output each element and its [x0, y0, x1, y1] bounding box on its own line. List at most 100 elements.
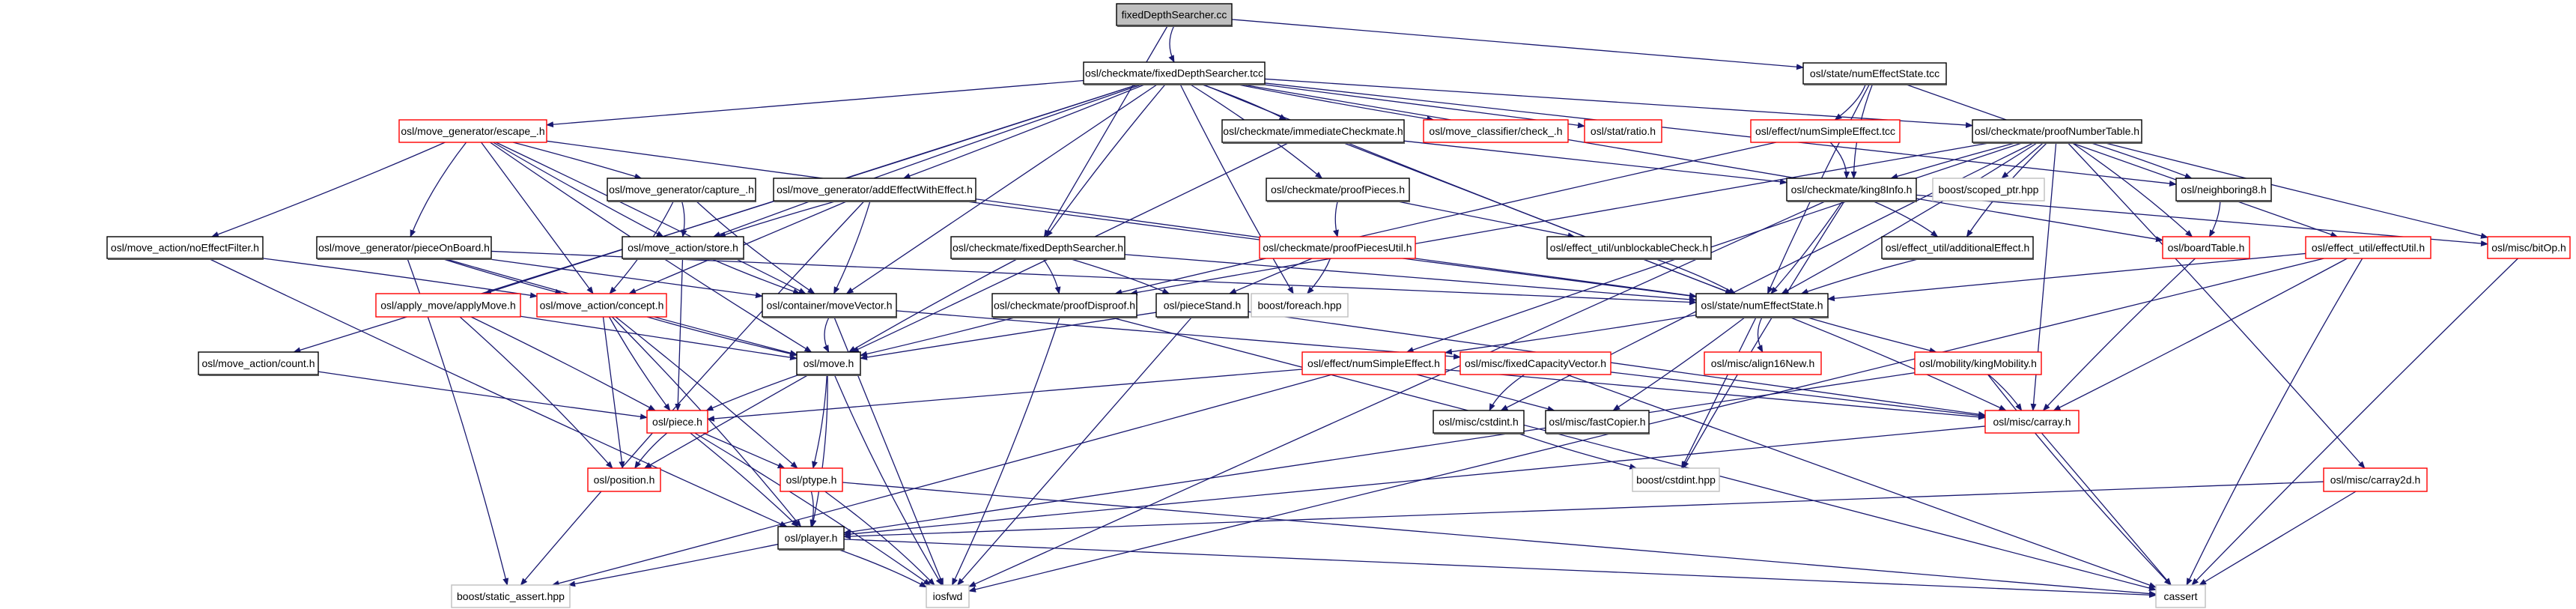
- node-box[interactable]: [1750, 119, 1901, 143]
- node-box[interactable]: [777, 526, 845, 550]
- node-position[interactable]: osl/position.h: [587, 467, 661, 492]
- node-boardtable[interactable]: osl/boardTable.h: [2162, 236, 2250, 259]
- node-neigh8[interactable]: osl/neighboring8.h: [2175, 178, 2272, 202]
- node-ptype[interactable]: osl/ptype.h: [780, 467, 843, 492]
- node-fastcopier[interactable]: osl/misc/fastCopier.h: [1545, 410, 1650, 434]
- node-nse_h[interactable]: osl/effect/numSimpleEffect.h: [1301, 351, 1446, 375]
- node-box[interactable]: [1083, 61, 1266, 85]
- node-box[interactable]: [2487, 236, 2571, 259]
- node-box[interactable]: [2175, 178, 2272, 202]
- node-kingmob[interactable]: osl/mobility/kingMobility.h: [1914, 351, 2042, 375]
- node-nes_h[interactable]: osl/state/numEffectState.h: [1695, 293, 1829, 318]
- node-king8[interactable]: osl/checkmate/king8Info.h: [1786, 178, 1917, 202]
- node-box[interactable]: [1423, 119, 1569, 143]
- node-ratio[interactable]: osl/stat/ratio.h: [1584, 119, 1662, 143]
- node-box[interactable]: [398, 119, 547, 143]
- node-box[interactable]: [1266, 178, 1410, 202]
- node-box[interactable]: [607, 178, 756, 202]
- node-fds_tcc[interactable]: osl/checkmate/fixedDepthSearcher.tcc: [1083, 61, 1266, 85]
- node-addl[interactable]: osl/effect_util/additionalEffect.h: [1881, 236, 2034, 260]
- node-box[interactable]: [780, 467, 843, 492]
- node-box[interactable]: [622, 236, 744, 259]
- node-immediate[interactable]: osl/checkmate/immediateCheckmate.h: [1221, 119, 1405, 144]
- node-foreach[interactable]: boost/foreach.hpp: [1251, 293, 1349, 318]
- node-box[interactable]: [1545, 410, 1650, 434]
- edge-fds_h-to-nes_h: [1124, 254, 1697, 303]
- node-carray[interactable]: osl/misc/carray.h: [1984, 410, 2080, 434]
- node-check[interactable]: osl/move_classifier/check_.h: [1423, 119, 1569, 143]
- node-scoped[interactable]: boost/scoped_ptr.hpp: [1932, 178, 2045, 202]
- node-fds_h[interactable]: osl/checkmate/fixedDepthSearcher.h: [950, 236, 1126, 260]
- node-count[interactable]: osl/move_action/count.h: [198, 351, 319, 376]
- node-box[interactable]: [2162, 236, 2250, 259]
- node-nes_tcc[interactable]: osl/state/numEffectState.tcc: [1802, 62, 1947, 85]
- node-escape[interactable]: osl/move_generator/escape_.h: [398, 119, 547, 143]
- node-align16[interactable]: osl/misc/align16New.h: [1704, 351, 1822, 375]
- node-box[interactable]: [1259, 236, 1416, 259]
- node-applymove[interactable]: osl/apply_move/applyMove.h: [375, 293, 521, 318]
- node-concept[interactable]: osl/move_action/concept.h: [536, 293, 667, 318]
- node-box[interactable]: [1221, 119, 1405, 143]
- node-box[interactable]: [198, 351, 319, 375]
- node-player[interactable]: osl/player.h: [777, 526, 845, 551]
- node-box[interactable]: [1881, 236, 2034, 259]
- node-cassert[interactable]: cassert: [2155, 584, 2206, 608]
- node-piece[interactable]: osl/piece.h: [646, 410, 708, 434]
- node-box[interactable]: [926, 584, 970, 608]
- node-move[interactable]: osl/move.h: [796, 351, 861, 376]
- edge-nes_h-to-carray: [1788, 316, 2007, 411]
- node-piecestand[interactable]: osl/pieceStand.h: [1155, 293, 1249, 318]
- node-label: osl/state/numEffectState.h: [1701, 300, 1823, 312]
- node-box[interactable]: [375, 293, 521, 318]
- node-cstdint_hpp[interactable]: boost/cstdint.hpp: [1632, 467, 1720, 492]
- node-box[interactable]: [2155, 584, 2206, 608]
- node-static_assert[interactable]: boost/static_assert.hpp: [451, 584, 571, 608]
- node-box[interactable]: [1984, 410, 2080, 434]
- node-box[interactable]: [106, 236, 264, 259]
- node-ppu[interactable]: osl/checkmate/proofPiecesUtil.h: [1259, 236, 1416, 259]
- node-noeff[interactable]: osl/move_action/noEffectFilter.h: [106, 236, 264, 260]
- node-box[interactable]: [1584, 119, 1662, 143]
- node-fcv[interactable]: osl/misc/fixedCapacityVector.h: [1459, 351, 1611, 375]
- node-box[interactable]: [1932, 178, 2045, 202]
- node-effutil[interactable]: osl/effect_util/effectUtil.h: [2305, 236, 2431, 259]
- node-box[interactable]: [773, 178, 976, 202]
- node-capture[interactable]: osl/move_generator/capture_.h: [607, 178, 756, 202]
- node-bitop[interactable]: osl/misc/bitOp.h: [2487, 236, 2571, 259]
- node-box[interactable]: [2323, 467, 2428, 492]
- node-label: boost/cstdint.hpp: [1636, 474, 1716, 486]
- node-box[interactable]: [950, 236, 1126, 259]
- node-box[interactable]: [587, 467, 661, 492]
- node-box[interactable]: [1786, 178, 1917, 202]
- node-box[interactable]: [451, 584, 571, 608]
- node-box[interactable]: [1704, 351, 1822, 375]
- edge-fds_h-to-move: [848, 258, 1019, 353]
- node-store[interactable]: osl/move_action/store.h: [622, 236, 744, 260]
- node-carray2d[interactable]: osl/misc/carray2d.h: [2323, 467, 2428, 492]
- node-box[interactable]: [1695, 293, 1829, 318]
- node-box[interactable]: [1914, 351, 2042, 375]
- node-pob[interactable]: osl/move_generator/pieceOnBoard.h: [316, 236, 492, 260]
- node-pnt[interactable]: osl/checkmate/proofNumberTable.h: [1972, 119, 2142, 144]
- node-nse_tcc[interactable]: osl/effect/numSimpleEffect.tcc: [1750, 119, 1901, 143]
- node-iosfwd[interactable]: iosfwd: [926, 584, 970, 608]
- node-movevec[interactable]: osl/container/moveVector.h: [762, 293, 897, 318]
- node-proofdis[interactable]: osl/checkmate/proofDisproof.h: [991, 293, 1137, 318]
- node-box[interactable]: [646, 410, 708, 434]
- node-box[interactable]: [1301, 351, 1446, 375]
- node-root[interactable]: fixedDepthSearcher.cc: [1116, 3, 1233, 27]
- node-box[interactable]: [2305, 236, 2431, 259]
- node-box[interactable]: [1802, 62, 1947, 85]
- node-box[interactable]: [1546, 236, 1712, 259]
- edge-cstdint_h-to-cstdint_hpp: [1516, 432, 1638, 470]
- node-label: osl/misc/bitOp.h: [2491, 242, 2566, 254]
- node-box[interactable]: [1459, 351, 1611, 375]
- node-box[interactable]: [1632, 467, 1720, 492]
- node-cstdint_h[interactable]: osl/misc/cstdint.h: [1433, 410, 1525, 434]
- node-box[interactable]: [762, 293, 897, 318]
- node-box[interactable]: [536, 293, 667, 318]
- node-unblock[interactable]: osl/effect_util/unblockableCheck.h: [1546, 236, 1712, 260]
- node-box[interactable]: [1251, 293, 1349, 318]
- node-proofpieces[interactable]: osl/checkmate/proofPieces.h: [1266, 178, 1410, 202]
- node-addeff[interactable]: osl/move_generator/addEffectWithEffect.h: [773, 178, 976, 202]
